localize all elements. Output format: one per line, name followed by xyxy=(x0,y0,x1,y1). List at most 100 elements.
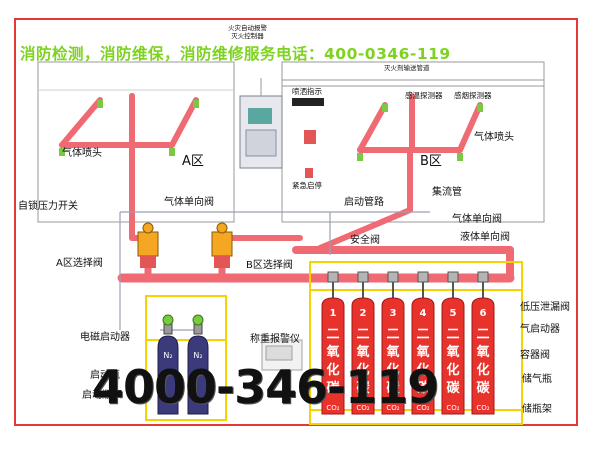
cylinder-label-char: 化 xyxy=(446,362,459,378)
start-bottle-rack xyxy=(145,295,227,421)
label-zone-a: A区 xyxy=(182,154,204,169)
label-select-valve-b: B区选择阀 xyxy=(246,260,293,271)
label-nozzle-a: 气体喷头 xyxy=(62,148,102,159)
cylinder-label-char: 二 xyxy=(386,327,399,342)
pipe-b-to-valve xyxy=(317,207,413,251)
spray-indicator-panel xyxy=(292,98,324,106)
service-phone-number: 4000-346-119 xyxy=(92,360,439,414)
pipe-a-diag2 xyxy=(169,97,199,148)
cylinder-label-char: 化 xyxy=(356,362,369,378)
label-container-valve: 容器阀 xyxy=(520,350,550,361)
room-a xyxy=(37,61,235,223)
cylinder-formula: CO₂ xyxy=(476,404,489,412)
cylinder-formula: CO₂ xyxy=(446,404,459,412)
nozzle xyxy=(169,148,175,156)
label-start-bottle-rack: 启动瓶架 xyxy=(82,390,122,401)
label-gas-check-valve-left: 气体单向阀 xyxy=(164,197,214,208)
service-banner: 消防检测，消防维保，消防维修服务电话：400-0346-119 xyxy=(20,45,451,63)
n2-bottle-group: N₂ N₂ xyxy=(157,314,209,415)
cylinder-label-char: 碳 xyxy=(416,380,430,396)
nozzle xyxy=(357,153,363,161)
valve-b xyxy=(211,222,233,268)
cylinder-number: 5 xyxy=(450,308,457,319)
cylinder-label-char: 氧 xyxy=(475,344,489,360)
cylinder-formula: CO₂ xyxy=(386,404,399,412)
label-pipe-top: 灭火剂输送管道 xyxy=(384,64,430,72)
label-liquid-check-valve: 液体单向阀 xyxy=(460,232,510,243)
label-smoke-detector: 感烟探测器 xyxy=(454,91,492,100)
nozzle xyxy=(59,148,65,156)
label-zone-b: B区 xyxy=(420,154,442,169)
cylinder-label-char: 二 xyxy=(476,327,489,342)
cylinder-label-char: 氧 xyxy=(385,344,399,360)
cylinder-label-char: 氧 xyxy=(325,344,339,360)
nozzle xyxy=(382,104,388,112)
label-nozzle-b: 气体喷头 xyxy=(474,132,514,143)
cylinder-label-char: 二 xyxy=(416,327,429,342)
cylinder-label-char: 碳 xyxy=(326,380,340,396)
label-self-lock-switch: 自锁压力开关 xyxy=(18,201,78,212)
label-safety-valve: 安全阀 xyxy=(350,235,380,246)
label-select-valve-a: A区选择阀 xyxy=(56,258,103,269)
label-storage-rack: 储瓶架 xyxy=(522,404,552,415)
pipe-a-diag1 xyxy=(59,97,103,148)
cylinder-label-char: 碳 xyxy=(356,380,370,396)
cylinder-label-char: 氧 xyxy=(415,344,429,360)
cylinder-label-char: 化 xyxy=(476,362,489,378)
label-gas-actuator: 气启动器 xyxy=(520,324,560,335)
cylinder-label-char: 二 xyxy=(326,327,339,342)
cylinder-number: 6 xyxy=(480,308,487,319)
pipe-zone-b xyxy=(317,93,483,251)
nozzle xyxy=(457,153,463,161)
nozzle-group xyxy=(59,100,483,161)
n2-label: N₂ xyxy=(193,351,202,360)
room-b-duct xyxy=(281,79,545,87)
nozzle xyxy=(193,100,199,108)
pipe-b-diag2 xyxy=(457,102,483,153)
label-storage-bottle: 储气瓶 xyxy=(522,374,552,385)
n2-start-bottle: N₂ xyxy=(157,314,179,415)
cylinder-number: 2 xyxy=(360,308,367,319)
valve-a xyxy=(137,222,159,268)
label-low-pressure-valve: 低压泄漏阀 xyxy=(520,302,570,313)
cylinder-label-char: 二 xyxy=(446,327,459,342)
pipe-zone-a xyxy=(59,93,199,241)
cylinder-label-char: 二 xyxy=(356,327,369,342)
cylinder-label-char: 氧 xyxy=(445,344,459,360)
emergency-button xyxy=(305,168,313,178)
cylinder-label-char: 碳 xyxy=(476,380,490,396)
outer-frame xyxy=(14,18,578,426)
n2-label: N₂ xyxy=(163,351,172,360)
label-temp-detector: 感温探测器 xyxy=(405,91,443,100)
cylinder-number: 3 xyxy=(390,308,397,319)
label-spray-indicator: 喷洒指示 xyxy=(292,87,322,96)
nozzle xyxy=(97,100,103,108)
storage-rack xyxy=(309,261,523,425)
room-outlines xyxy=(37,61,545,223)
cylinder-formula: CO₂ xyxy=(326,404,339,412)
label-solenoid-actuator: 电磁启动器 xyxy=(80,332,130,343)
cylinder-group: 1二氧化碳CO₂2二氧化碳CO₂3二氧化碳CO₂4二氧化碳CO₂5二氧化碳CO₂… xyxy=(321,271,495,415)
cylinder-label-char: 碳 xyxy=(446,380,460,396)
nozzle xyxy=(477,104,483,112)
label-emergency-start: 紧急启停 xyxy=(292,181,322,190)
pipe-b-diag1 xyxy=(357,102,388,153)
label-gas-check-valve-right: 气体单向阀 xyxy=(452,214,502,225)
cylinder-label-char: 氧 xyxy=(355,344,369,360)
cylinder-formula: CO₂ xyxy=(416,404,429,412)
cylinder-label-char: 碳 xyxy=(386,380,400,396)
cylinder-formula: CO₂ xyxy=(356,404,369,412)
cylinder-label-char: 化 xyxy=(386,362,399,378)
label-fire-controller: 火灾自动报警 灭火控制器 xyxy=(228,24,267,40)
label-weigh-alarm: 称重报警仪 xyxy=(250,334,300,345)
n2-start-bottle: N₂ xyxy=(187,314,209,415)
cylinder-label-char: 化 xyxy=(416,362,429,378)
